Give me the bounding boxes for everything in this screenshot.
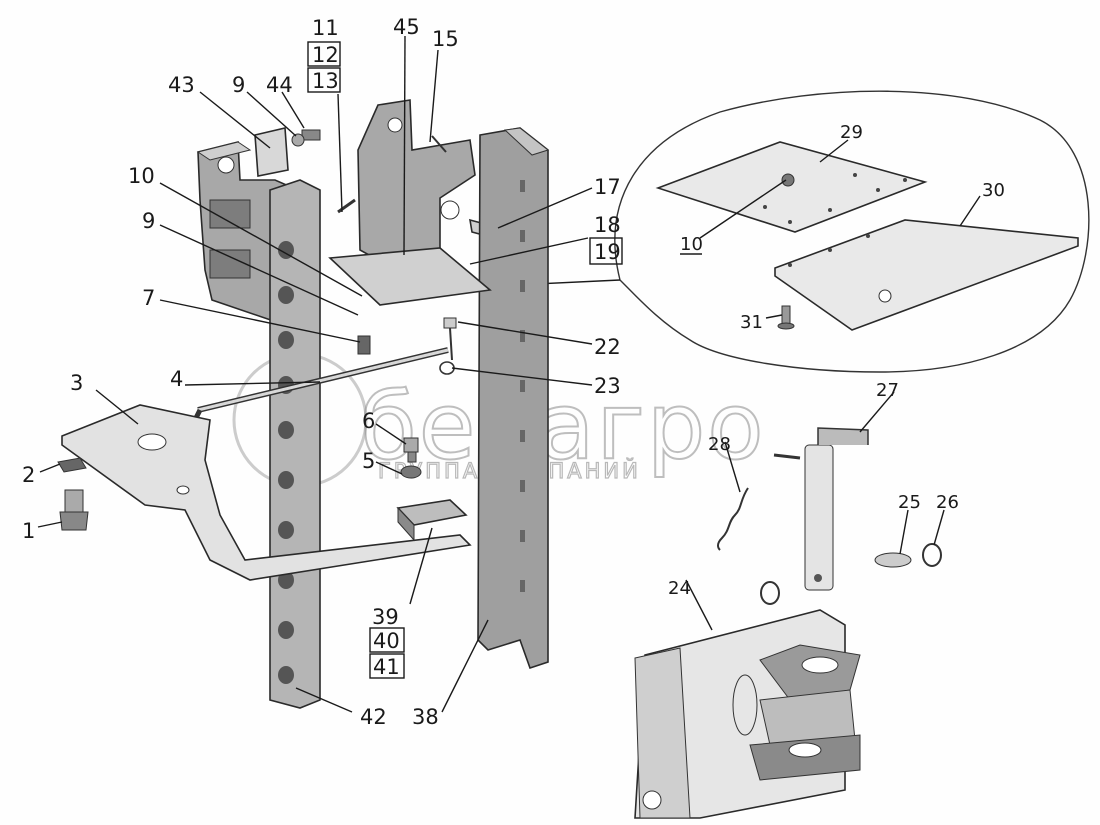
left-bracket-top — [196, 141, 252, 161]
column-42-holes — [278, 241, 294, 684]
base-plate-hole — [137, 433, 167, 451]
channel-38-holes — [520, 180, 525, 592]
clip-25 — [874, 552, 912, 568]
callout-31: 31 — [740, 312, 763, 333]
callout-30: 30 — [982, 180, 1005, 201]
nut-5 — [400, 465, 422, 479]
bolt-44 — [291, 129, 321, 147]
callout-7: 7 — [142, 286, 155, 310]
hitch-plate-24-edge — [634, 647, 691, 819]
plate-29-holes — [763, 173, 907, 224]
callout-12: 12 — [312, 43, 339, 67]
left-bracket-hole — [217, 156, 235, 174]
callout-11: 11 — [312, 16, 339, 40]
callout-3: 3 — [70, 371, 83, 395]
callout-10-left: 10 — [128, 164, 155, 188]
callout-41-box — [369, 653, 405, 679]
right-bracket-hole — [387, 117, 403, 133]
callout-39: 39 — [372, 605, 399, 629]
callout-13-box — [307, 67, 341, 93]
platform-18 — [328, 247, 492, 306]
callout-24: 24 — [668, 578, 691, 599]
callout-19: 19 — [594, 240, 621, 264]
bolt-6 — [403, 437, 419, 463]
leader-lines — [37, 35, 981, 713]
callout-9-top: 9 — [232, 73, 245, 97]
detail-callout-bubble — [614, 90, 1090, 373]
callout-23: 23 — [594, 374, 621, 398]
right-bracket-pin-hole — [440, 200, 460, 220]
callout-13: 13 — [312, 69, 339, 93]
pin-15 — [431, 135, 447, 153]
plate-43 — [254, 127, 289, 177]
channel-38 — [477, 127, 549, 670]
bolt-head-10 — [781, 173, 795, 187]
base-plate-small-hole — [176, 485, 190, 495]
channel-38-top — [503, 127, 550, 156]
pin-27 — [804, 427, 869, 591]
callout-26: 26 — [936, 492, 959, 513]
callout-40-box — [369, 627, 405, 653]
right-bracket — [357, 99, 476, 273]
plate-30-holes — [788, 234, 892, 303]
callout-18: 18 — [594, 213, 621, 237]
callout-5: 5 — [362, 449, 375, 473]
callout-1: 1 — [22, 519, 35, 543]
pin-11 — [337, 198, 356, 214]
callout-27: 27 — [876, 380, 899, 401]
callout-19-box — [589, 237, 623, 265]
callouts: 43 9 44 11 12 13 45 15 10 9 7 17 18 19 2… — [22, 15, 1005, 729]
callout-17: 17 — [594, 175, 621, 199]
base-plate-3 — [61, 404, 472, 581]
callout-42: 42 — [360, 705, 387, 729]
plate-29 — [655, 141, 928, 233]
pin-22 — [443, 317, 457, 361]
callout-40: 40 — [373, 629, 400, 653]
callout-10-detail: 10 — [680, 234, 703, 255]
callout-15: 15 — [432, 27, 459, 51]
bolt-7 — [357, 335, 371, 355]
callout-45: 45 — [393, 15, 420, 39]
pad-39-side — [397, 506, 415, 542]
ring-24b — [760, 581, 780, 605]
hitch-jaw-24 — [732, 644, 861, 781]
callout-6: 6 — [362, 409, 375, 433]
callout-41: 41 — [373, 655, 400, 679]
callout-2: 2 — [22, 463, 35, 487]
callout-38: 38 — [412, 705, 439, 729]
hitch-plate-24-hole — [642, 790, 662, 810]
callout-25: 25 — [898, 492, 921, 513]
callout-43: 43 — [168, 73, 195, 97]
coil-spring-27 — [773, 453, 801, 460]
callout-22: 22 — [594, 335, 621, 359]
callout-29: 29 — [840, 122, 863, 143]
plate-30 — [774, 219, 1079, 331]
bolt-1 — [59, 489, 89, 531]
spring-28 — [717, 487, 749, 551]
callout-12-box — [307, 41, 341, 67]
callout-4: 4 — [170, 367, 183, 391]
watermark-brand: белагро — [360, 373, 766, 480]
washer-2 — [57, 457, 87, 473]
left-bracket-slot-b — [209, 249, 251, 279]
rivet-31 — [777, 305, 795, 330]
callout-44: 44 — [266, 73, 293, 97]
ring-26 — [922, 543, 942, 567]
callout-28: 28 — [708, 434, 731, 455]
callout-9-left: 9 — [142, 209, 155, 233]
